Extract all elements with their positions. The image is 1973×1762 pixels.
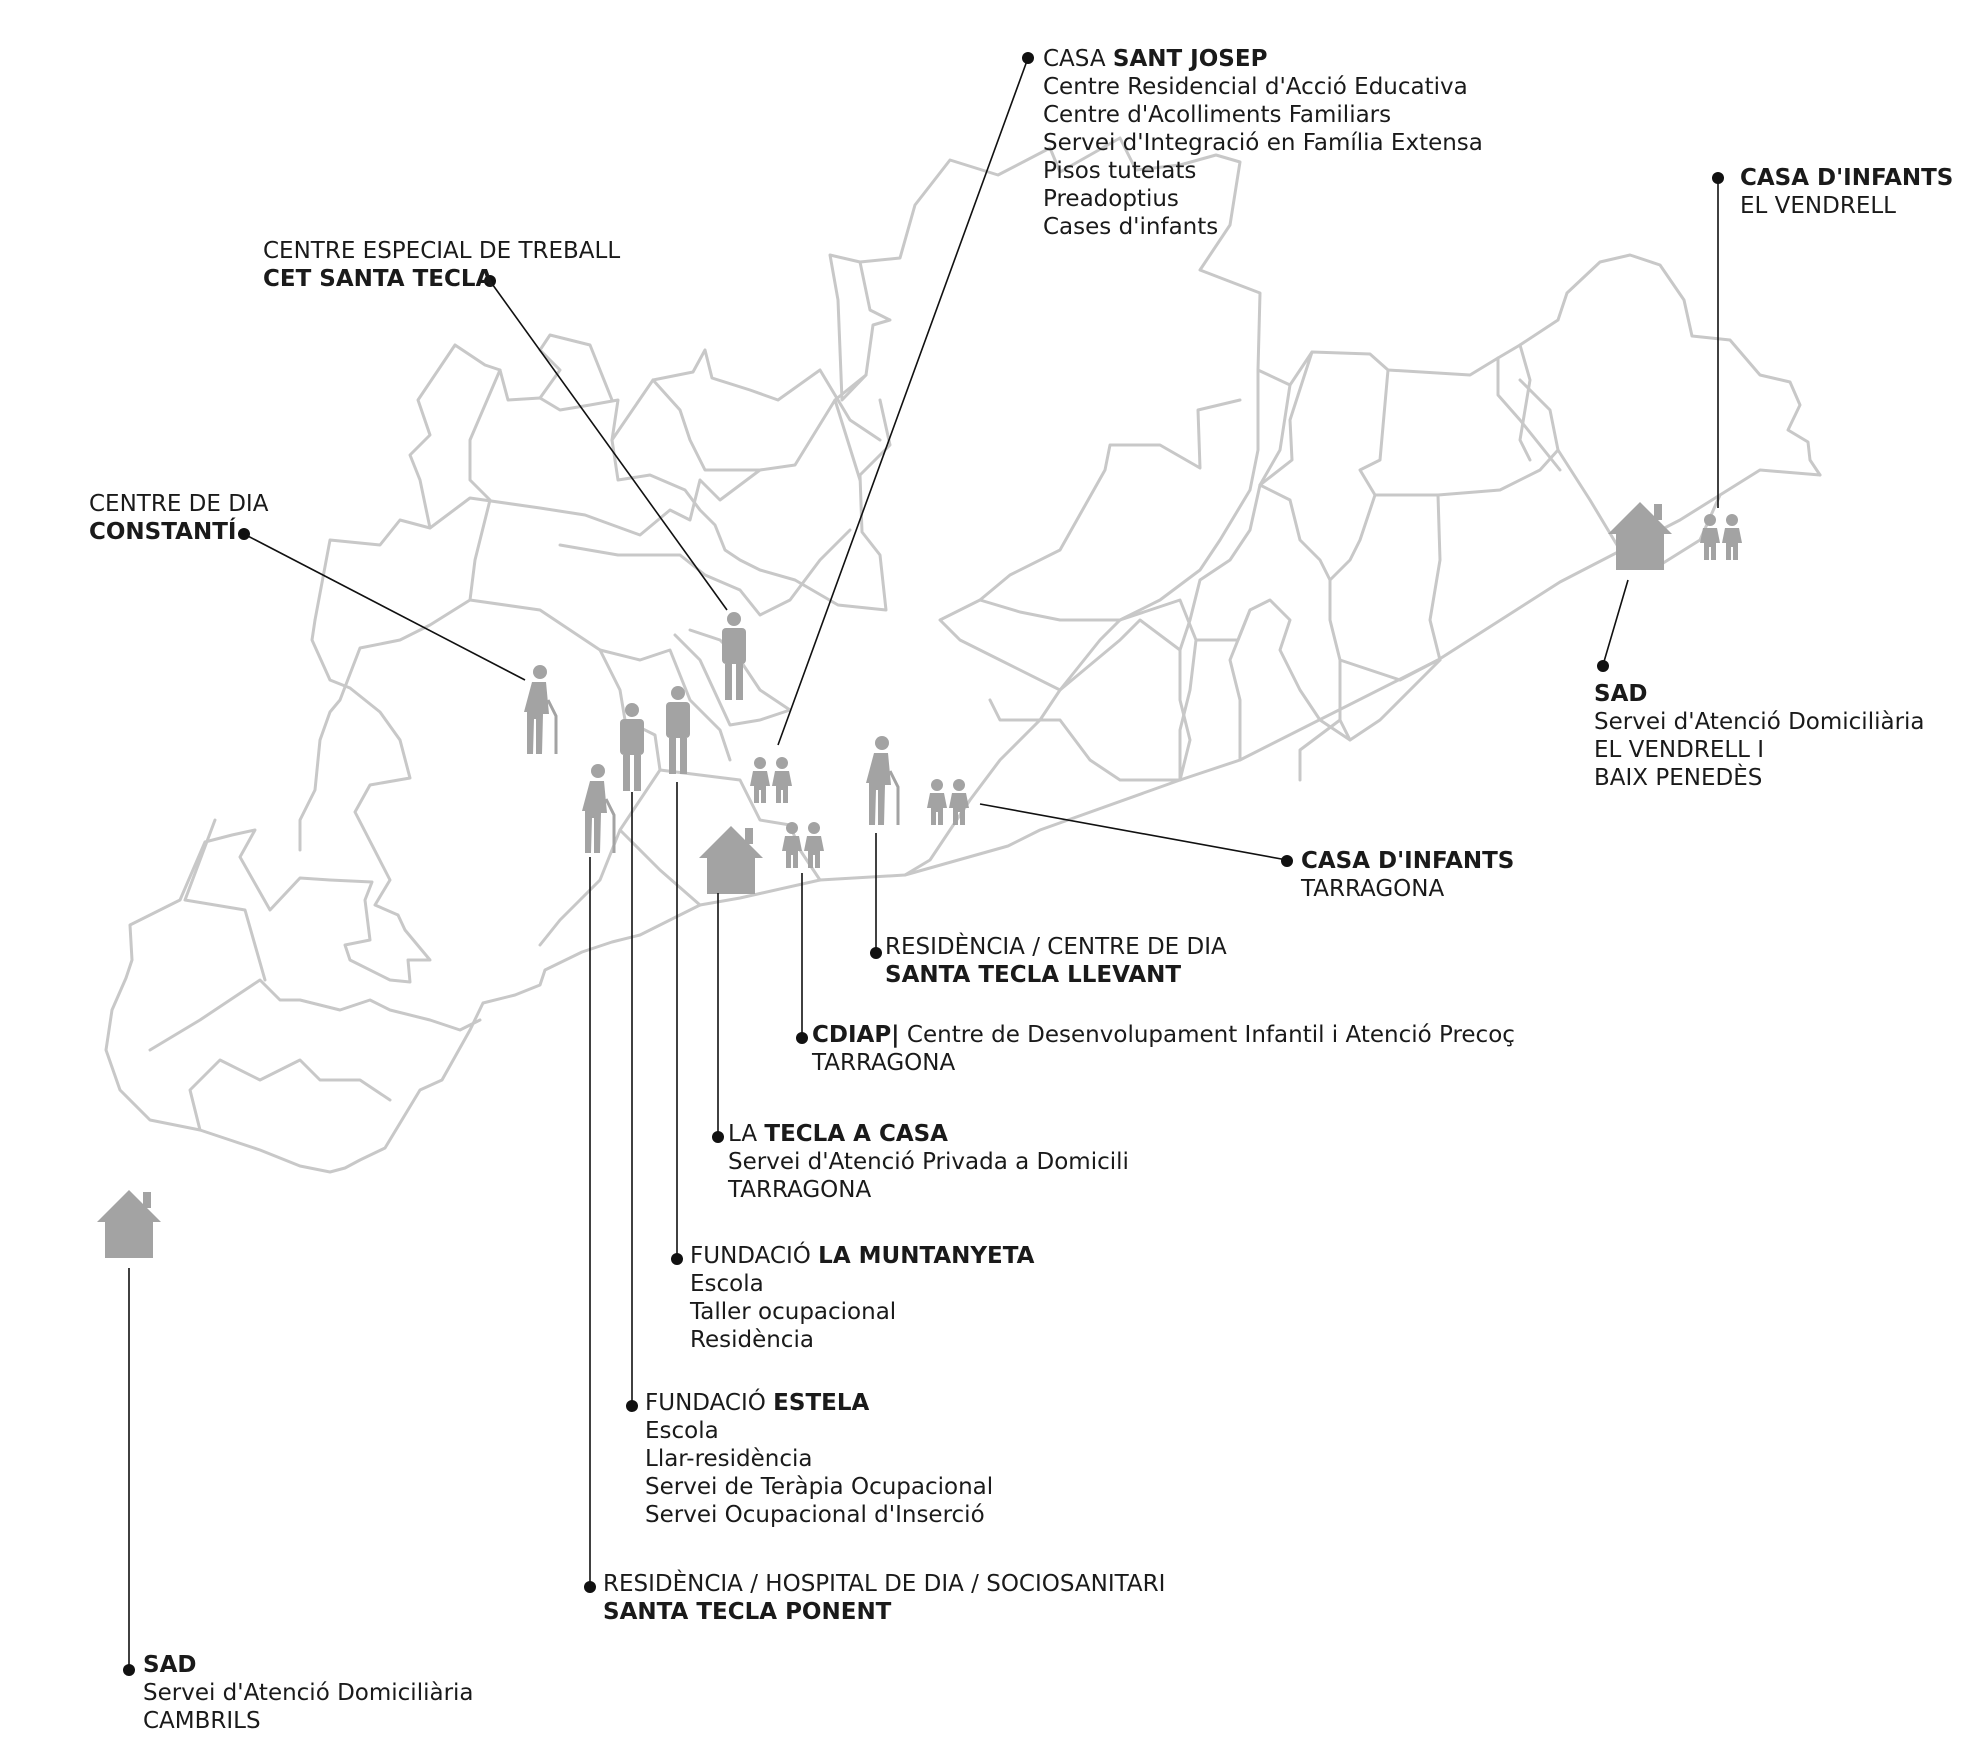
- label-centre-dia-constanti: CENTRE DE DIA CONSTANTÍ: [89, 490, 268, 546]
- children-icon: [782, 822, 802, 868]
- service-line: Servei d'Atenció Privada a Domicili: [728, 1149, 1129, 1175]
- children-icon: [1722, 514, 1742, 560]
- service-line: Servei d'Atenció Domiciliària: [1594, 709, 1925, 735]
- service-line: Servei Ocupacional d'Inserció: [645, 1502, 985, 1528]
- center-name: SANT JOSEP: [1112, 46, 1268, 72]
- label-casa-infants-vendrell: CASA D'INFANTS EL VENDRELL: [1740, 164, 1953, 220]
- label-tecla-a-casa: LA TECLA A CASA Servei d'Atenció Privada…: [728, 1120, 1129, 1204]
- label-prefix: FUNDACIÓ: [645, 1390, 774, 1416]
- service-line: Pisos tutelats: [1043, 158, 1197, 184]
- center-name: SAD: [143, 1652, 197, 1678]
- label-prefix: FUNDACIÓ: [690, 1243, 819, 1269]
- label-casa-sant-josep: CASA SANT JOSEP Centre Residencial d'Acc…: [1043, 45, 1483, 241]
- label-prefix: LA: [728, 1121, 765, 1147]
- house-icon: [1608, 502, 1672, 570]
- center-name: CASA D'INFANTS: [1740, 165, 1954, 191]
- location-line: TARRAGONA: [728, 1177, 872, 1203]
- elderly-person-icon: [864, 734, 900, 827]
- label-estela: FUNDACIÓ ESTELA Escola Llar-residència S…: [645, 1389, 993, 1529]
- service-line: Escola: [645, 1418, 719, 1444]
- children-icon: [927, 779, 947, 825]
- label-sad-vendrell: SAD Servei d'Atenció Domiciliària EL VEN…: [1594, 680, 1925, 792]
- label-cdiap: CDIAP| Centre de Desenvolupament Infanti…: [812, 1021, 1515, 1077]
- label-sad-cambrils: SAD Servei d'Atenció Domiciliària CAMBRI…: [143, 1651, 474, 1735]
- adult-person-icon: [722, 612, 746, 700]
- service-line: Llar-residència: [645, 1446, 813, 1472]
- region-borders: [104, 136, 1822, 1174]
- service-line: Servei d'Atenció Domiciliària: [143, 1680, 474, 1706]
- label-prefix: CASA: [1043, 46, 1113, 72]
- adult-person-icon: [666, 686, 690, 774]
- label-residencia-llevant: RESIDÈNCIA / CENTRE DE DIA SANTA TECLA L…: [885, 933, 1227, 989]
- leader-lines: [123, 52, 1724, 1676]
- service-line: Centre d'Acolliments Familiars: [1043, 102, 1392, 128]
- center-name: CASA D'INFANTS: [1301, 848, 1515, 874]
- center-name: SAD: [1594, 681, 1648, 707]
- label-prefix: RESIDÈNCIA / HOSPITAL DE DIA / SOCIOSANI…: [603, 1571, 1166, 1597]
- children-icon: [750, 757, 770, 803]
- service-line: Taller ocupacional: [690, 1299, 897, 1325]
- service-line: Residència: [690, 1327, 814, 1353]
- elderly-person-icon: [580, 762, 616, 855]
- service-line: Servei de Teràpia Ocupacional: [645, 1474, 994, 1500]
- children-icon: [1700, 514, 1720, 560]
- service-line: Centre Residencial d'Acció Educativa: [1043, 74, 1468, 100]
- center-name: CET SANTA TECLA: [263, 266, 494, 292]
- service-line: Cases d'infants: [1043, 214, 1219, 240]
- center-name: SANTA TECLA PONENT: [603, 1599, 892, 1625]
- label-residencia-ponent: RESIDÈNCIA / HOSPITAL DE DIA / SOCIOSANI…: [603, 1570, 1165, 1626]
- label-muntanyeta: FUNDACIÓ LA MUNTANYETA Escola Taller ocu…: [690, 1242, 1034, 1354]
- location-line: TARRAGONA: [1301, 876, 1445, 902]
- children-icon: [772, 757, 792, 803]
- center-name: TECLA A CASA: [764, 1121, 948, 1147]
- center-name: LA MUNTANYETA: [818, 1243, 1035, 1269]
- label-cet-santa-tecla: CENTRE ESPECIAL DE TREBALL CET SANTA TEC…: [263, 237, 620, 293]
- location-line: EL VENDRELL I: [1594, 737, 1765, 763]
- house-icon: [97, 1190, 161, 1258]
- label-prefix: CENTRE DE DIA: [89, 491, 269, 517]
- center-name: ESTELA: [773, 1390, 870, 1416]
- label-prefix: CENTRE ESPECIAL DE TREBALL: [263, 238, 621, 264]
- center-name: SANTA TECLA LLEVANT: [885, 962, 1182, 988]
- location-line: BAIX PENEDÈS: [1594, 765, 1763, 791]
- location-line: CAMBRILS: [143, 1708, 261, 1734]
- service-line: Centre de Desenvolupament Infantil i Ate…: [899, 1022, 1515, 1048]
- location-line: TARRAGONA: [812, 1050, 956, 1076]
- service-line: Preadoptius: [1043, 186, 1179, 212]
- house-icon: [699, 826, 763, 894]
- center-name: CONSTANTÍ: [89, 519, 237, 545]
- label-casa-infants-tarragona: CASA D'INFANTS TARRAGONA: [1301, 847, 1514, 903]
- service-line: Escola: [690, 1271, 764, 1297]
- elderly-person-icon: [522, 663, 558, 756]
- center-name: CDIAP|: [812, 1022, 900, 1048]
- location-line: EL VENDRELL: [1740, 193, 1896, 219]
- label-prefix: RESIDÈNCIA / CENTRE DE DIA: [885, 934, 1227, 960]
- service-line: Servei d'Integració en Família Extensa: [1043, 130, 1483, 156]
